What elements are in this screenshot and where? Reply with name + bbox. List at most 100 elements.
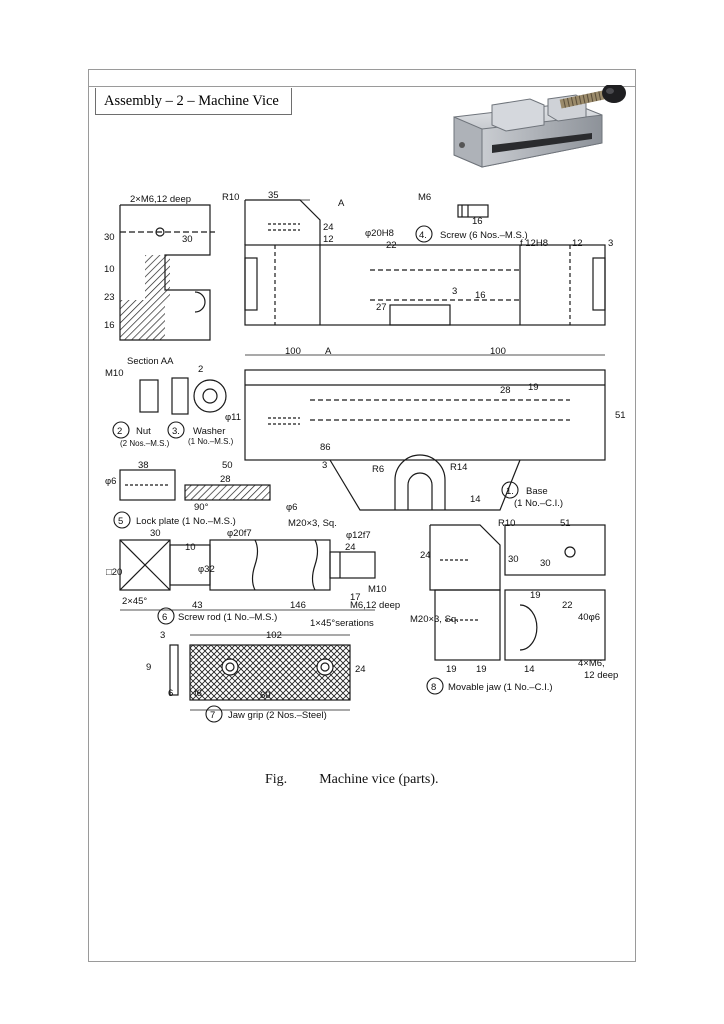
dim-51b: 51 — [560, 518, 571, 529]
lock-plate-num: 5 — [118, 516, 123, 527]
m6-label: M6 — [418, 192, 431, 203]
base-top-view — [244, 199, 606, 326]
dim-38: 38 — [138, 460, 149, 471]
lock-plate-label: Lock plate (1 No.–M.S.) — [136, 516, 236, 527]
holes-jaw-label: 4×M6, — [578, 658, 605, 669]
figure-label: Fig. — [265, 772, 288, 787]
dim-30b: 30 — [104, 232, 115, 243]
dim-17: 17 — [350, 592, 361, 603]
dim-30a: 30 — [182, 234, 193, 245]
part-2-circle — [112, 421, 130, 439]
screw-label: Screw (6 Nos.–M.S.) — [440, 230, 528, 241]
header-rule — [89, 86, 635, 87]
washer-qty: (1 No.–M.S.) — [188, 437, 234, 446]
assembly-title-text: Assembly – 2 – Machine Vice — [104, 92, 279, 109]
m10-label: M10 — [105, 368, 123, 379]
m6-12deep-label: M6,12 deep — [350, 600, 400, 611]
r6-label: R6 — [372, 464, 384, 475]
dim-19c: 19 — [446, 664, 457, 675]
r10-label: R10 — [222, 192, 239, 203]
dim-3c: 3 — [322, 460, 327, 471]
nut-name: Nut — [136, 426, 151, 437]
jaw-grip-label: Jaw grip (2 Nos.–Steel) — [228, 710, 327, 721]
dim-28a: 28 — [500, 385, 511, 396]
jaw-grip-num: 7 — [210, 710, 215, 721]
phi6b-label: φ6 — [286, 502, 297, 513]
base-qty: (1 No.–C.I.) — [514, 498, 563, 509]
screw-part — [457, 204, 489, 218]
phi20h8-label: φ20H8 — [365, 228, 394, 239]
dim-43: 43 — [192, 600, 203, 611]
dim-2: 2 — [198, 364, 203, 375]
dim-9: 9 — [146, 662, 151, 673]
dim-24b: 24 — [345, 542, 356, 553]
dim-51a: 51 — [615, 410, 626, 421]
dim-14: 14 — [470, 494, 481, 505]
dim-100a: 100 — [285, 346, 301, 357]
deg90-label: 90° — [194, 502, 209, 513]
phi20f7-label: φ20f7 — [227, 528, 252, 539]
dim-16c: 16 — [472, 216, 483, 227]
sq20-label: □20 — [106, 567, 122, 578]
part-5-circle — [113, 511, 131, 529]
m10-label-2: M10 — [368, 584, 386, 595]
a-label-2: A — [325, 346, 332, 357]
phi32-label: φ32 — [198, 564, 215, 575]
screw-rod-part — [119, 539, 376, 591]
section-aa-label: Section AA — [127, 356, 174, 367]
washer-num: 3. — [172, 426, 180, 437]
dim-19b: 19 — [530, 590, 541, 601]
base-num: 1. — [506, 486, 514, 497]
dim-22c: 22 — [562, 600, 573, 611]
dim-19d: 19 — [476, 664, 487, 675]
figure-caption-text: Machine vice (parts). — [319, 772, 439, 787]
dim-23: 23 — [104, 292, 115, 303]
phi6-label: φ6 — [105, 476, 116, 487]
dim-30c: 30 — [150, 528, 161, 539]
screw-num: 4. — [419, 230, 427, 241]
washer-name: Washer — [193, 426, 225, 437]
figure-caption: Fig. Machine vice (parts). — [258, 756, 439, 788]
m20-sq2-label: M20×3, Sq. — [410, 614, 459, 625]
holes-top-label: 2×M6,12 deep — [130, 194, 191, 205]
nut-num: 2 — [117, 426, 122, 437]
dim-146: 146 — [290, 600, 306, 611]
dimension-lines — [119, 199, 605, 711]
r10-label-2: R10 — [498, 518, 515, 529]
parts-drawing: 2×M6,12 deep R10 35 A 30 30 10 23 16 24 … — [104, 190, 626, 723]
dim-24a: 24 — [323, 222, 334, 233]
r14-label: R14 — [450, 462, 467, 473]
dim-3b: 3 — [608, 238, 613, 249]
page-frame: Assembly – 2 – Machine Vice — [88, 69, 636, 962]
f12h8-label: f 12H8 — [520, 238, 548, 249]
phi12f7-label: φ12f7 — [346, 530, 371, 541]
movable-jaw-part — [429, 524, 606, 661]
dim-6: 6 — [168, 688, 173, 699]
dim-35: 35 — [268, 190, 279, 201]
jaw-grip-part — [169, 644, 351, 701]
dim-19a: 19 — [528, 382, 539, 393]
dim-100b: 100 — [490, 346, 506, 357]
screw-rod-num: 6 — [162, 612, 167, 623]
dim-16a: 16 — [104, 320, 115, 331]
screw-rod-label: Screw rod (1 No.–M.S.) — [178, 612, 277, 623]
phi11-label: φ11 — [225, 412, 241, 423]
m20-sq-label: M20×3, Sq. — [288, 518, 337, 529]
dim-16b: 16 — [475, 290, 486, 301]
dim-12a: 12 — [323, 234, 334, 245]
dim-86: 86 — [320, 442, 331, 453]
part-7-circle — [205, 705, 223, 723]
dim-50: 50 — [222, 460, 233, 471]
dim-24c: 24 — [420, 550, 431, 561]
dim-27: 27 — [376, 302, 387, 313]
dim-24d: 24 — [355, 664, 366, 675]
f6-label: f6 — [194, 688, 202, 699]
dim-12b: 12 — [572, 238, 583, 249]
part-4-circle — [415, 225, 433, 243]
phi40h6-label: 40φ6 — [578, 612, 600, 623]
dim-10b: 10 — [185, 542, 196, 553]
nut-washer-parts — [139, 377, 227, 415]
part-1-circle — [501, 481, 519, 499]
nut-qty: (2 Nos.–M.S.) — [120, 439, 170, 448]
serrations-label: 1×45°serations — [310, 618, 374, 629]
